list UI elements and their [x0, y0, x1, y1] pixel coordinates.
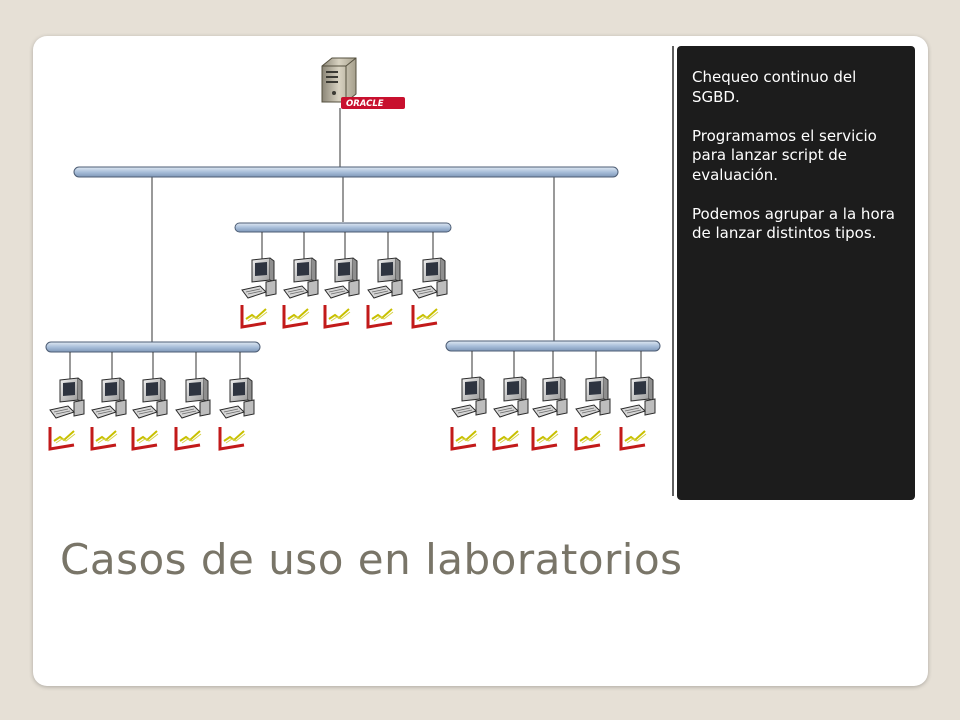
workstation-left-4 [175, 377, 211, 419]
bus-left [45, 341, 261, 353]
line-chart-icon-right-2 [492, 427, 520, 451]
note-paragraph-3: Podemos agrupar a la hora de lanzar dist… [692, 204, 895, 243]
line-chart-icon-center-5 [411, 305, 439, 329]
line-chart-icon-left-2 [90, 427, 118, 451]
bus-right [445, 340, 661, 352]
line-chart-icon-left-5 [218, 427, 246, 451]
workstation-left-2 [91, 377, 127, 419]
workstation-center-4 [367, 257, 403, 299]
panel-divider [672, 46, 674, 496]
database-server-icon: ORACLE [321, 57, 405, 109]
workstation-right-5 [620, 376, 656, 418]
workstation-right-2 [493, 376, 529, 418]
line-chart-icon-center-3 [323, 305, 351, 329]
note-paragraph-1: Chequeo continuo del SGBD. [692, 68, 857, 106]
line-chart-icon-right-3 [531, 427, 559, 451]
workstation-center-1 [241, 257, 277, 299]
workstation-center-2 [283, 257, 319, 299]
workstation-left-1 [49, 377, 85, 419]
workstation-left-5 [219, 377, 255, 419]
notes-panel: Chequeo continuo del SGBD. Programamos e… [677, 46, 915, 500]
line-chart-icon-center-1 [240, 305, 268, 329]
workstation-center-3 [324, 257, 360, 299]
workstation-right-1 [451, 376, 487, 418]
bus-center [234, 222, 452, 233]
workstation-right-3 [532, 376, 568, 418]
line-chart-icon-center-2 [282, 305, 310, 329]
workstations-layer [48, 232, 656, 451]
bus-main [73, 166, 619, 178]
workstation-center-5 [412, 257, 448, 299]
workstation-right-4 [575, 376, 611, 418]
slide-title: Casos de uso en laboratorios [60, 535, 683, 584]
line-chart-icon-center-4 [366, 305, 394, 329]
line-chart-icon-right-5 [619, 427, 647, 451]
line-chart-icon-right-4 [574, 427, 602, 451]
network-cables [151, 108, 555, 342]
workstation-left-3 [132, 377, 168, 419]
note-paragraph-2: Programamos el servicio para lanzar scri… [692, 126, 877, 184]
line-chart-icon-left-1 [48, 427, 76, 451]
line-chart-icon-left-3 [131, 427, 159, 451]
line-chart-icon-left-4 [174, 427, 202, 451]
line-chart-icon-right-1 [450, 427, 478, 451]
oracle-logo-text: ORACLE [346, 99, 384, 109]
